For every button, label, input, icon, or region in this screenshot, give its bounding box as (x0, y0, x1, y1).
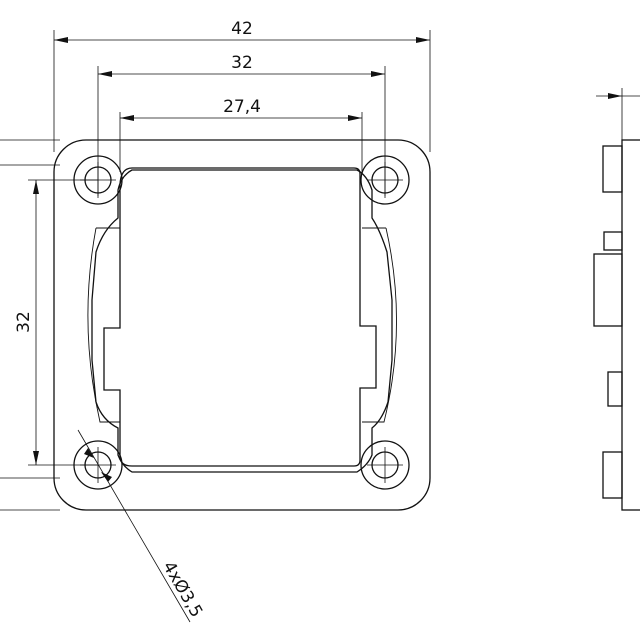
side-view (593, 88, 640, 511)
side-tab-3 (593, 253, 623, 327)
plate-outline (53, 139, 431, 511)
side-tab-1 (602, 145, 623, 193)
mounting-holes (73, 155, 410, 490)
side-tab-4 (607, 371, 623, 407)
centre-marks (80, 162, 403, 483)
side-tab-2 (603, 231, 623, 251)
hole-callout-label: 4xØ3,5 (158, 558, 206, 621)
dim-32-horizontal-label: 32 (231, 53, 253, 73)
front-view (53, 139, 431, 511)
left-flange (87, 227, 120, 423)
dim-42-label: 42 (231, 19, 253, 39)
side-plate (621, 139, 640, 511)
dim-27-4-label: 27,4 (223, 97, 261, 117)
side-tab-5 (602, 451, 623, 499)
right-flange (362, 227, 397, 423)
dim-32-vertical-label: 32 (14, 311, 34, 333)
hole-boss-bottom-right (360, 440, 410, 490)
connector-cavity (103, 167, 377, 467)
dimension-labels: 42 32 27,4 32 4xØ3,5 (14, 19, 261, 621)
inner-contour (91, 169, 393, 473)
dimension-lines (0, 30, 431, 623)
